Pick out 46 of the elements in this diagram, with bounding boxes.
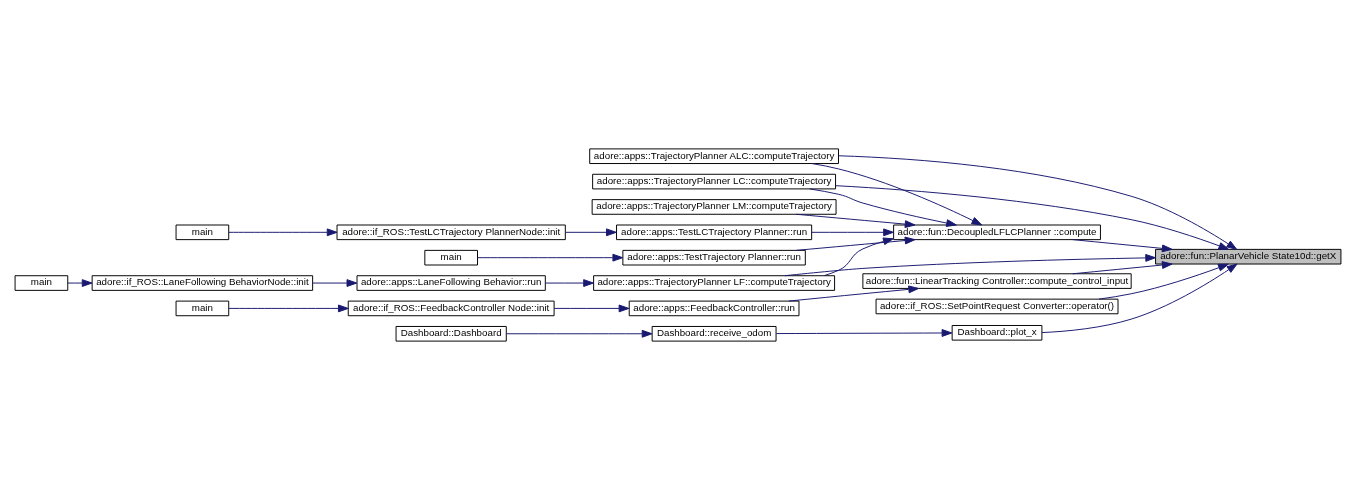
node-box: adore::apps::TrajectoryPlanner LM::computeTrajectory — [591, 198, 837, 215]
arrow — [1041, 263, 1238, 333]
arrow — [811, 227, 894, 236]
node-box: main — [175, 300, 230, 316]
node-box: adore::if_ROS::FeedbackController Node::init — [347, 300, 555, 316]
node-box: adore::apps::FeedbackController::run — [628, 300, 800, 316]
arrow — [565, 227, 617, 236]
node-box: adore::fun::PlanarVehicle State10d::getX — [1155, 248, 1342, 264]
node-box: main — [424, 249, 478, 265]
node-box: Dashboard::plot_x — [951, 324, 1043, 341]
arrow — [838, 154, 1238, 250]
node-box: adore::if_ROS::TestLCTrajectory PlannerNode::init — [336, 224, 566, 240]
arrow — [228, 304, 349, 312]
arrow — [809, 187, 957, 227]
arrow — [1072, 238, 1173, 252]
node-box: adore::fun::DecoupledLFLCPlanner ::compute — [893, 224, 1101, 240]
arrow — [506, 329, 653, 338]
arrow — [228, 227, 338, 236]
arrow — [811, 162, 983, 225]
node-box: adore::apps::TrajectoryPlanner ALC::computeTrajectory — [589, 147, 839, 164]
node-box: adore::apps::TrajectoryPlanner LF::computeTrajectory — [593, 274, 836, 291]
node-box: adore::if_ROS::SetPointRequest Converter::operator() — [875, 298, 1119, 314]
arrow — [823, 237, 894, 276]
arrow — [553, 304, 630, 312]
node-box: main — [14, 274, 69, 291]
arrow — [477, 253, 624, 262]
arrow — [67, 278, 93, 287]
arrow — [1098, 263, 1229, 300]
node-box: Dashboard::receive_odom — [651, 325, 777, 342]
arrow — [795, 236, 916, 251]
node-box: Dashboard::Dashboard — [395, 325, 507, 342]
node-box: adore::if_ROS::LaneFollowing BehaviorNode::init — [91, 274, 314, 291]
arrow — [795, 213, 916, 228]
arrow — [545, 278, 594, 287]
node-box: adore::apps::TestLCTrajectory Planner::run — [616, 224, 813, 240]
arrow — [775, 328, 953, 337]
arrow — [784, 253, 1157, 276]
node-box: main — [175, 224, 230, 240]
node-box: adore::fun::LinearTracking Controller::compute_control_input — [862, 272, 1132, 289]
arrow — [835, 184, 1230, 250]
arrow — [312, 278, 358, 287]
node-box: adore::apps::LaneFollowing Behavior::run — [356, 274, 546, 291]
arrow — [788, 284, 920, 302]
node-box: adore::apps::TestTrajectory Planner::run — [622, 249, 806, 265]
arrow — [1072, 260, 1173, 274]
node-box: adore::apps::TrajectoryPlanner LC::computeTrajectory — [592, 173, 837, 189]
